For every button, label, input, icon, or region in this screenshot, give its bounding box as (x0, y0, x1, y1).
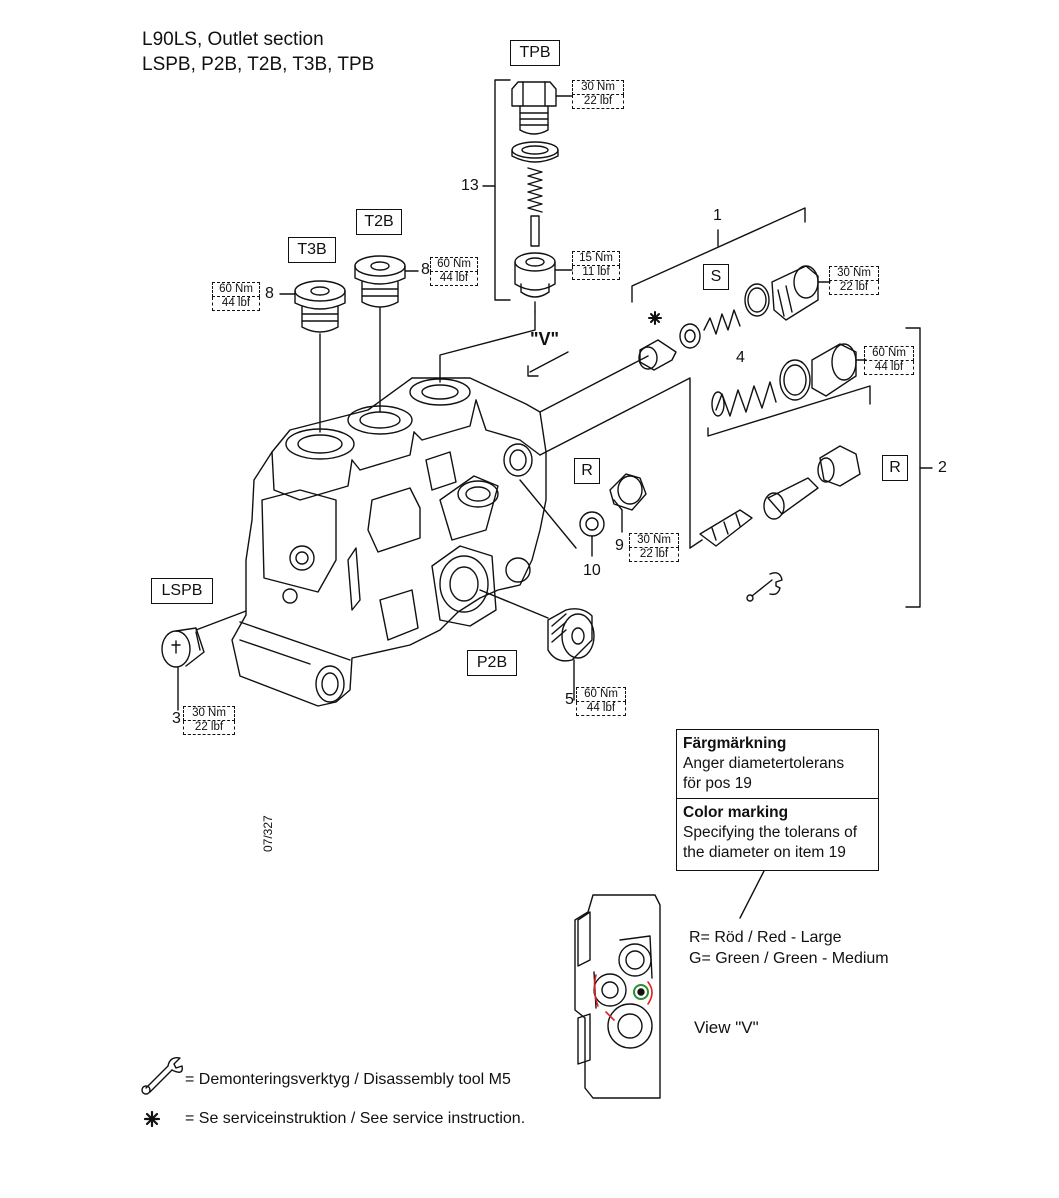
legend-tool: = Demonteringsverktyg / Disassembly tool… (185, 1071, 511, 1088)
torque-nm: 30 Nm (829, 266, 879, 281)
torque-nm: 60 Nm (212, 282, 260, 297)
variant-box-t2b: T2B (356, 209, 402, 235)
title-line-2: LSPB, P2B, T2B, T3B, TPB (142, 54, 375, 75)
view-v-marker: "V" (530, 329, 560, 349)
asterisk-icon (143, 1110, 161, 1128)
color-marking-en-line-2: the diameter on item 19 (683, 844, 846, 861)
wrench-icon (141, 1056, 183, 1095)
asterisk-marker-icon (648, 311, 662, 325)
torque-p2b: 60 Nm 44 lbf (576, 687, 626, 716)
torque-s-plug: 30 Nm 22 lbf (829, 266, 879, 295)
torque-lbf: 44 lbf (212, 297, 260, 311)
item-number-4: 4 (736, 349, 745, 366)
variant-box-lspb: LSPB (151, 578, 213, 604)
small-plug-group (519, 473, 647, 557)
variant-box-t3b: T3B (288, 237, 336, 263)
color-marking-swedish: Färgmärkning Anger diametertolerans för … (677, 730, 878, 798)
view-v-drawing (574, 894, 661, 1099)
item-number-3: 3 (172, 710, 181, 727)
color-marking-en-title: Color marking (683, 804, 789, 821)
torque-r-plug: 60 Nm 44 lbf (864, 346, 914, 375)
view-v-arrow (527, 351, 569, 377)
torque-lbf: 22 lbf (183, 721, 235, 735)
torque-tpb: 30 Nm 22 lbf (572, 80, 624, 109)
torque-nm: 60 Nm (576, 687, 626, 702)
torque-t2b: 60 Nm 44 lbf (430, 257, 478, 286)
drawing-reference: 07/327 (261, 815, 275, 852)
color-box-pointer (739, 870, 765, 919)
torque-lbf: 11 lbf (572, 266, 620, 280)
torque-t3b: 60 Nm 44 lbf (212, 282, 260, 311)
torque-lbf: 22 lbf (572, 95, 624, 109)
item-number-13: 13 (461, 177, 479, 194)
color-marking-sv-title: Färgmärkning (683, 735, 787, 752)
item-number-5: 5 (565, 691, 574, 708)
item-number-1: 1 (713, 207, 722, 224)
torque-nm: 60 Nm (864, 346, 914, 361)
torque-nm: 30 Nm (183, 706, 235, 721)
torque-lbf: 22 lbf (629, 548, 679, 562)
lspb-plug (161, 627, 205, 711)
color-marking-en-line-1: Specifying the tolerans of (683, 824, 858, 841)
torque-nm: 30 Nm (629, 533, 679, 548)
color-code-red: R= Röd / Red - Large (689, 929, 842, 946)
legend-service: = Se serviceinstruktion / See service in… (185, 1110, 526, 1127)
title-line-1: L90LS, Outlet section (142, 29, 324, 50)
t3b-plug (279, 280, 346, 433)
torque-lbf: 22 lbf (829, 281, 879, 295)
torque-nm: 30 Nm (572, 80, 624, 95)
torque-nm: 15 Nm (572, 251, 620, 266)
p2b-plug (479, 589, 595, 701)
t2b-plug (354, 255, 419, 413)
variant-box-tpb: TPB (510, 40, 560, 66)
variant-box-p2b: P2B (467, 650, 517, 676)
variant-box-r-left: R (574, 458, 600, 484)
item-number-8-t2b: 8 (421, 261, 430, 278)
color-marking-box: Färgmärkning Anger diametertolerans för … (676, 729, 879, 871)
torque-nm: 60 Nm (430, 257, 478, 272)
torque-r-small: 30 Nm 22 lbf (629, 533, 679, 562)
color-marking-sv-line-2: för pos 19 (683, 775, 752, 792)
item-number-10: 10 (583, 562, 601, 579)
tpb-parts-group (439, 79, 573, 383)
valve-body (195, 377, 547, 707)
color-code-green: G= Green / Green - Medium (689, 950, 889, 967)
torque-lspb: 30 Nm 22 lbf (183, 706, 235, 735)
variant-box-r-right: R (882, 455, 908, 481)
item-number-2: 2 (938, 459, 947, 476)
color-marking-sv-line-1: Anger diametertolerans (683, 755, 845, 772)
item-number-9: 9 (615, 537, 624, 554)
torque-lbf: 44 lbf (430, 272, 478, 286)
item-number-8-t3b: 8 (265, 285, 274, 302)
variant-box-s: S (703, 264, 729, 290)
s-group (539, 207, 831, 413)
view-v-label: View "V" (694, 1018, 759, 1037)
color-marking-english: Color marking Specifying the tolerans of… (677, 799, 878, 867)
torque-lbf: 44 lbf (576, 702, 626, 716)
r-group (539, 327, 933, 608)
torque-lbf: 44 lbf (864, 361, 914, 375)
torque-tpb-seat: 15 Nm 11 lbf (572, 251, 620, 280)
